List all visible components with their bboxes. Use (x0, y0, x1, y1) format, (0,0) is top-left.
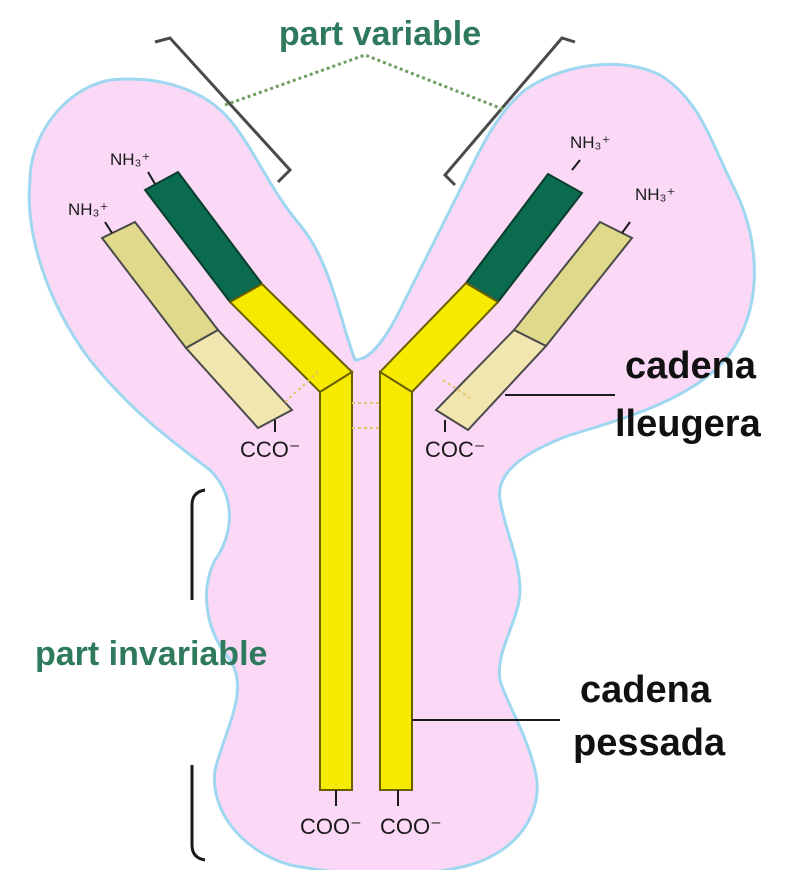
heavy-chain-label-2: pessada (573, 722, 726, 764)
variable-title: part variable (279, 15, 481, 53)
light-chain-label-2: lleugera (615, 403, 762, 445)
invariable-label: part invariable (35, 635, 267, 673)
nh3-right-light: NH₃⁺ (635, 185, 675, 204)
light-chain-label-1: cadena (625, 345, 757, 387)
nh3-left-heavy: NH₃⁺ (110, 150, 150, 169)
coo-right-heavy: COO⁻ (380, 814, 442, 839)
nh3-left-light: NH₃⁺ (68, 200, 108, 219)
coo-right-light: COC⁻ (425, 437, 486, 462)
coo-left-light: CCO⁻ (240, 437, 301, 462)
heavy-chain-label-1: cadena (580, 669, 712, 711)
invariable-bracket (192, 490, 205, 600)
coo-left-heavy: COO⁻ (300, 814, 362, 839)
right-heavy-stem (380, 372, 412, 790)
invariable-bracket-bottom (192, 765, 205, 860)
variable-pointer-lines (225, 55, 505, 110)
nh3-right-heavy: NH₃⁺ (570, 133, 610, 152)
left-heavy-stem (320, 372, 352, 790)
